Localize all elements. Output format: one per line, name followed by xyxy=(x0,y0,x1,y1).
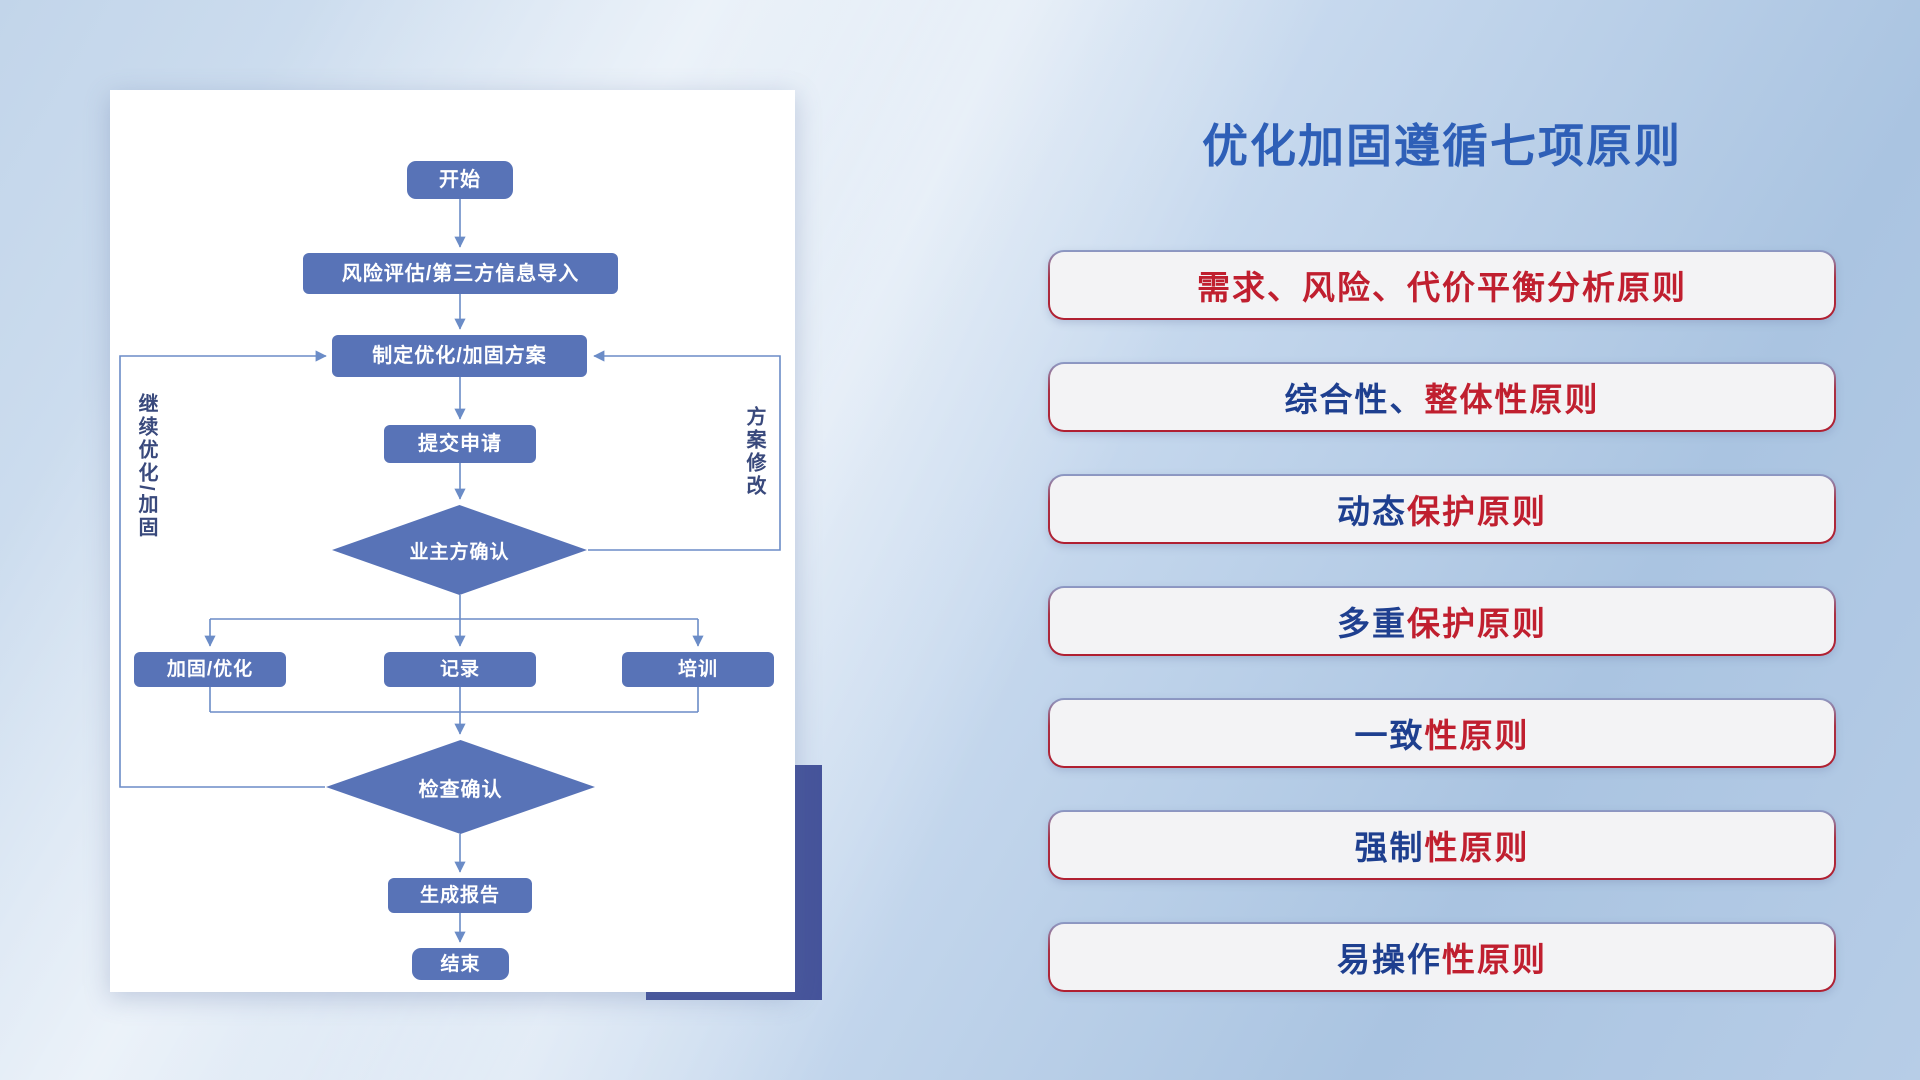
principle-text-red: 保护原则 xyxy=(1407,605,1547,642)
flowchart-node-start: 开始 xyxy=(407,161,513,199)
page-title: 优化加固遵循七项原则 xyxy=(1202,120,1682,172)
principle-text-blue: 多重 xyxy=(1337,605,1407,642)
principle-label: 多重保护原则 xyxy=(1050,588,1834,654)
principle-box-4: 多重保护原则 xyxy=(1048,586,1836,656)
principle-text-red: 整体性原则 xyxy=(1424,381,1600,418)
principles-list: 需求、风险、代价平衡分析原则 综合性、整体性原则 动态保护原则 多重保护原则 一… xyxy=(1048,250,1836,992)
principle-label: 强制性原则 xyxy=(1050,812,1834,878)
flowchart-node-record: 记录 xyxy=(384,652,536,687)
principle-box-1: 需求、风险、代价平衡分析原则 xyxy=(1048,250,1836,320)
principle-box-5: 一致性原则 xyxy=(1048,698,1836,768)
principle-box-2: 综合性、整体性原则 xyxy=(1048,362,1836,432)
flowchart-node-end: 结束 xyxy=(412,948,509,980)
principle-box-7: 易操作性原则 xyxy=(1048,922,1836,992)
flowchart-node-report: 生成报告 xyxy=(388,878,532,913)
principle-text-red: 性原则 xyxy=(1424,717,1530,754)
principle-text-red: 性原则 xyxy=(1424,829,1530,866)
flowchart-node-training: 培训 xyxy=(622,652,774,687)
principle-box-3: 动态保护原则 xyxy=(1048,474,1836,544)
principle-text-blue: 综合性、 xyxy=(1284,381,1425,418)
flowchart-card: 开始 风险评估/第三方信息导入 制定优化/加固方案 提交申请 业主方确认 加固/… xyxy=(110,90,795,992)
flowchart-right-loop-label: 方案修改 xyxy=(743,406,765,498)
principle-text-blue: 易操作 xyxy=(1337,941,1442,978)
principle-box-6: 强制性原则 xyxy=(1048,810,1836,880)
flowchart-node-reinforce: 加固/优化 xyxy=(134,652,286,687)
principle-text-red: 需求、风险、代价平衡分析原则 xyxy=(1197,269,1687,306)
principle-label: 一致性原则 xyxy=(1050,700,1834,766)
principle-text-blue: 动态 xyxy=(1337,493,1407,530)
principle-label: 需求、风险、代价平衡分析原则 xyxy=(1050,252,1834,318)
flowchart-node-submit: 提交申请 xyxy=(384,425,536,463)
principle-text-blue: 强制 xyxy=(1354,829,1425,866)
flowchart-node-risk-import: 风险评估/第三方信息导入 xyxy=(303,253,618,294)
principle-text-blue: 一致 xyxy=(1354,717,1425,754)
principle-label: 易操作性原则 xyxy=(1050,924,1834,990)
principle-label: 动态保护原则 xyxy=(1050,476,1834,542)
principle-text-red: 保护原则 xyxy=(1407,493,1547,530)
principle-text-red: 性原则 xyxy=(1442,941,1547,978)
flowchart-left-loop-label: 继续优化/加固 xyxy=(135,393,157,540)
flowchart-node-plan: 制定优化/加固方案 xyxy=(332,335,587,377)
flowchart-connectors xyxy=(119,199,781,943)
principle-label: 综合性、整体性原则 xyxy=(1050,364,1834,430)
